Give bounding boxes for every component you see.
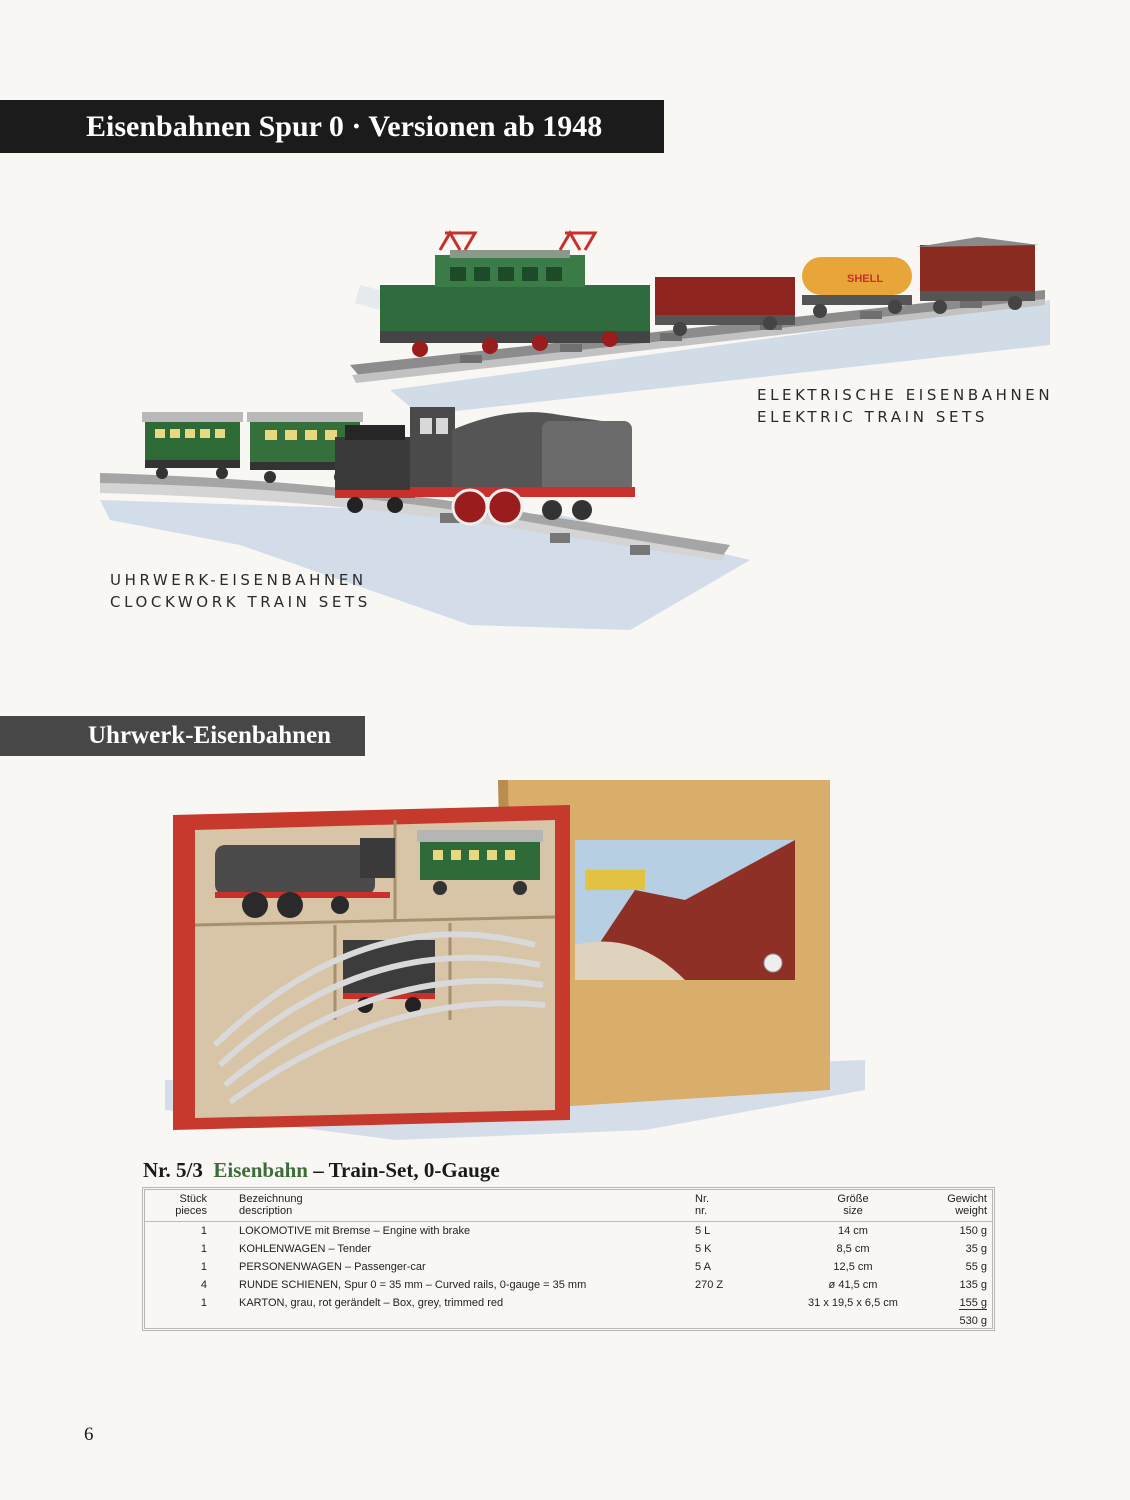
- row-weight: 55 g: [965, 1260, 987, 1273]
- headlight-glow: [355, 285, 380, 310]
- clockwork-track: [100, 473, 730, 561]
- row-qty: 1: [200, 1296, 207, 1309]
- product-heading: Nr. 5/3 Eisenbahn – Train-Set, 0-Gauge: [143, 1158, 500, 1183]
- box-wagon: [916, 237, 1039, 314]
- row-size: ø 41,5 cm: [828, 1278, 878, 1291]
- row-nr: 270 Z: [695, 1278, 724, 1291]
- product-description: – Train-Set, 0-Gauge: [313, 1158, 500, 1182]
- table-total-row: 530 g: [145, 1312, 992, 1330]
- row-description: RUNDE SCHIENEN, Spur 0 = 35 mm – Curved …: [239, 1278, 587, 1291]
- product-name: Eisenbahn: [213, 1158, 308, 1182]
- boxed-train-set-illustration: [165, 780, 865, 1140]
- row-weight: 150 g: [959, 1224, 987, 1237]
- row-qty: 1: [200, 1242, 207, 1255]
- section-title: Uhrwerk-Eisenbahnen: [88, 722, 332, 749]
- row-description: KOHLENWAGEN – Tender: [239, 1242, 372, 1255]
- train-sets-illustration: SHELL: [100, 230, 1050, 630]
- electric-caption-de: ELEKTRISCHE EISENBAHNEN: [757, 386, 1054, 404]
- row-nr: 5 K: [695, 1242, 712, 1255]
- row-qty: 1: [200, 1224, 207, 1237]
- electric-locomotive: [355, 230, 650, 357]
- electric-caption-en: ELEKTRIC TRAIN SETS: [757, 408, 988, 426]
- row-size: 14 cm: [838, 1224, 868, 1237]
- clockwork-caption-de: UHRWERK-EISENBAHNEN: [110, 571, 367, 589]
- row-size: 12,5 cm: [833, 1260, 873, 1273]
- total-weight: 530 g: [959, 1314, 987, 1327]
- page-title: Eisenbahnen Spur 0 · Versionen ab 1948: [86, 110, 603, 143]
- row-weight: 35 g: [965, 1242, 987, 1255]
- row-description: PERSONENWAGEN – Passenger-car: [239, 1260, 426, 1273]
- clockwork-train-caption: UHRWERK-EISENBAHNEN CLOCKWORK TRAIN SETS: [110, 569, 371, 613]
- boxed-passenger-car: [417, 830, 543, 895]
- row-qty: 1: [200, 1260, 207, 1273]
- table-row: 1 PERSONENWAGEN – Passenger-car 5 A 12,5…: [145, 1258, 992, 1276]
- row-nr: 5 L: [695, 1224, 711, 1237]
- table-row: 1 KARTON, grau, rot gerändelt – Box, gre…: [145, 1294, 992, 1312]
- row-qty: 4: [200, 1278, 207, 1291]
- clockwork-passenger-car-1: [142, 412, 243, 479]
- table-row: 1 LOKOMOTIVE mit Bremse – Engine with br…: [145, 1222, 992, 1241]
- table-row: 1 KOHLENWAGEN – Tender 5 K 8,5 cm 35 g: [145, 1240, 992, 1258]
- row-size: 31 x 19,5 x 6,5 cm: [808, 1296, 898, 1309]
- box-lid: [498, 780, 830, 1110]
- tank-wagon: SHELL: [802, 257, 912, 318]
- boxed-curved-rails: [212, 931, 546, 1105]
- boxed-locomotive: [215, 838, 395, 918]
- row-nr: [691, 1294, 779, 1312]
- row-nr: 5 A: [695, 1260, 711, 1273]
- open-wagon: [655, 277, 795, 336]
- page-title-banner: Eisenbahnen Spur 0 · Versionen ab 1948: [0, 100, 664, 153]
- product-number: Nr. 5/3: [143, 1158, 203, 1182]
- table-row: 4 RUNDE SCHIENEN, Spur 0 = 35 mm – Curve…: [145, 1276, 992, 1294]
- row-weight: 155 g: [959, 1296, 987, 1310]
- row-description: KARTON, grau, rot gerändelt – Box, grey,…: [239, 1296, 504, 1309]
- section-title-banner: Uhrwerk-Eisenbahnen: [0, 716, 365, 756]
- electric-train-caption: ELEKTRISCHE EISENBAHNEN ELEKTRIC TRAIN S…: [757, 384, 1053, 428]
- clockwork-caption-en: CLOCKWORK TRAIN SETS: [110, 593, 371, 611]
- row-size: 8,5 cm: [836, 1242, 870, 1255]
- page-number: 6: [84, 1424, 94, 1445]
- row-weight: 135 g: [959, 1278, 987, 1291]
- tank-wagon-label: SHELL: [847, 273, 883, 285]
- clockwork-steam-locomotive: [410, 407, 635, 526]
- header-nr: Nr.nr.: [695, 1193, 710, 1217]
- row-description: LOKOMOTIVE mit Bremse – Engine with brak…: [239, 1224, 471, 1237]
- clockwork-tender: [335, 425, 415, 513]
- electric-track-shadow: [390, 300, 1050, 415]
